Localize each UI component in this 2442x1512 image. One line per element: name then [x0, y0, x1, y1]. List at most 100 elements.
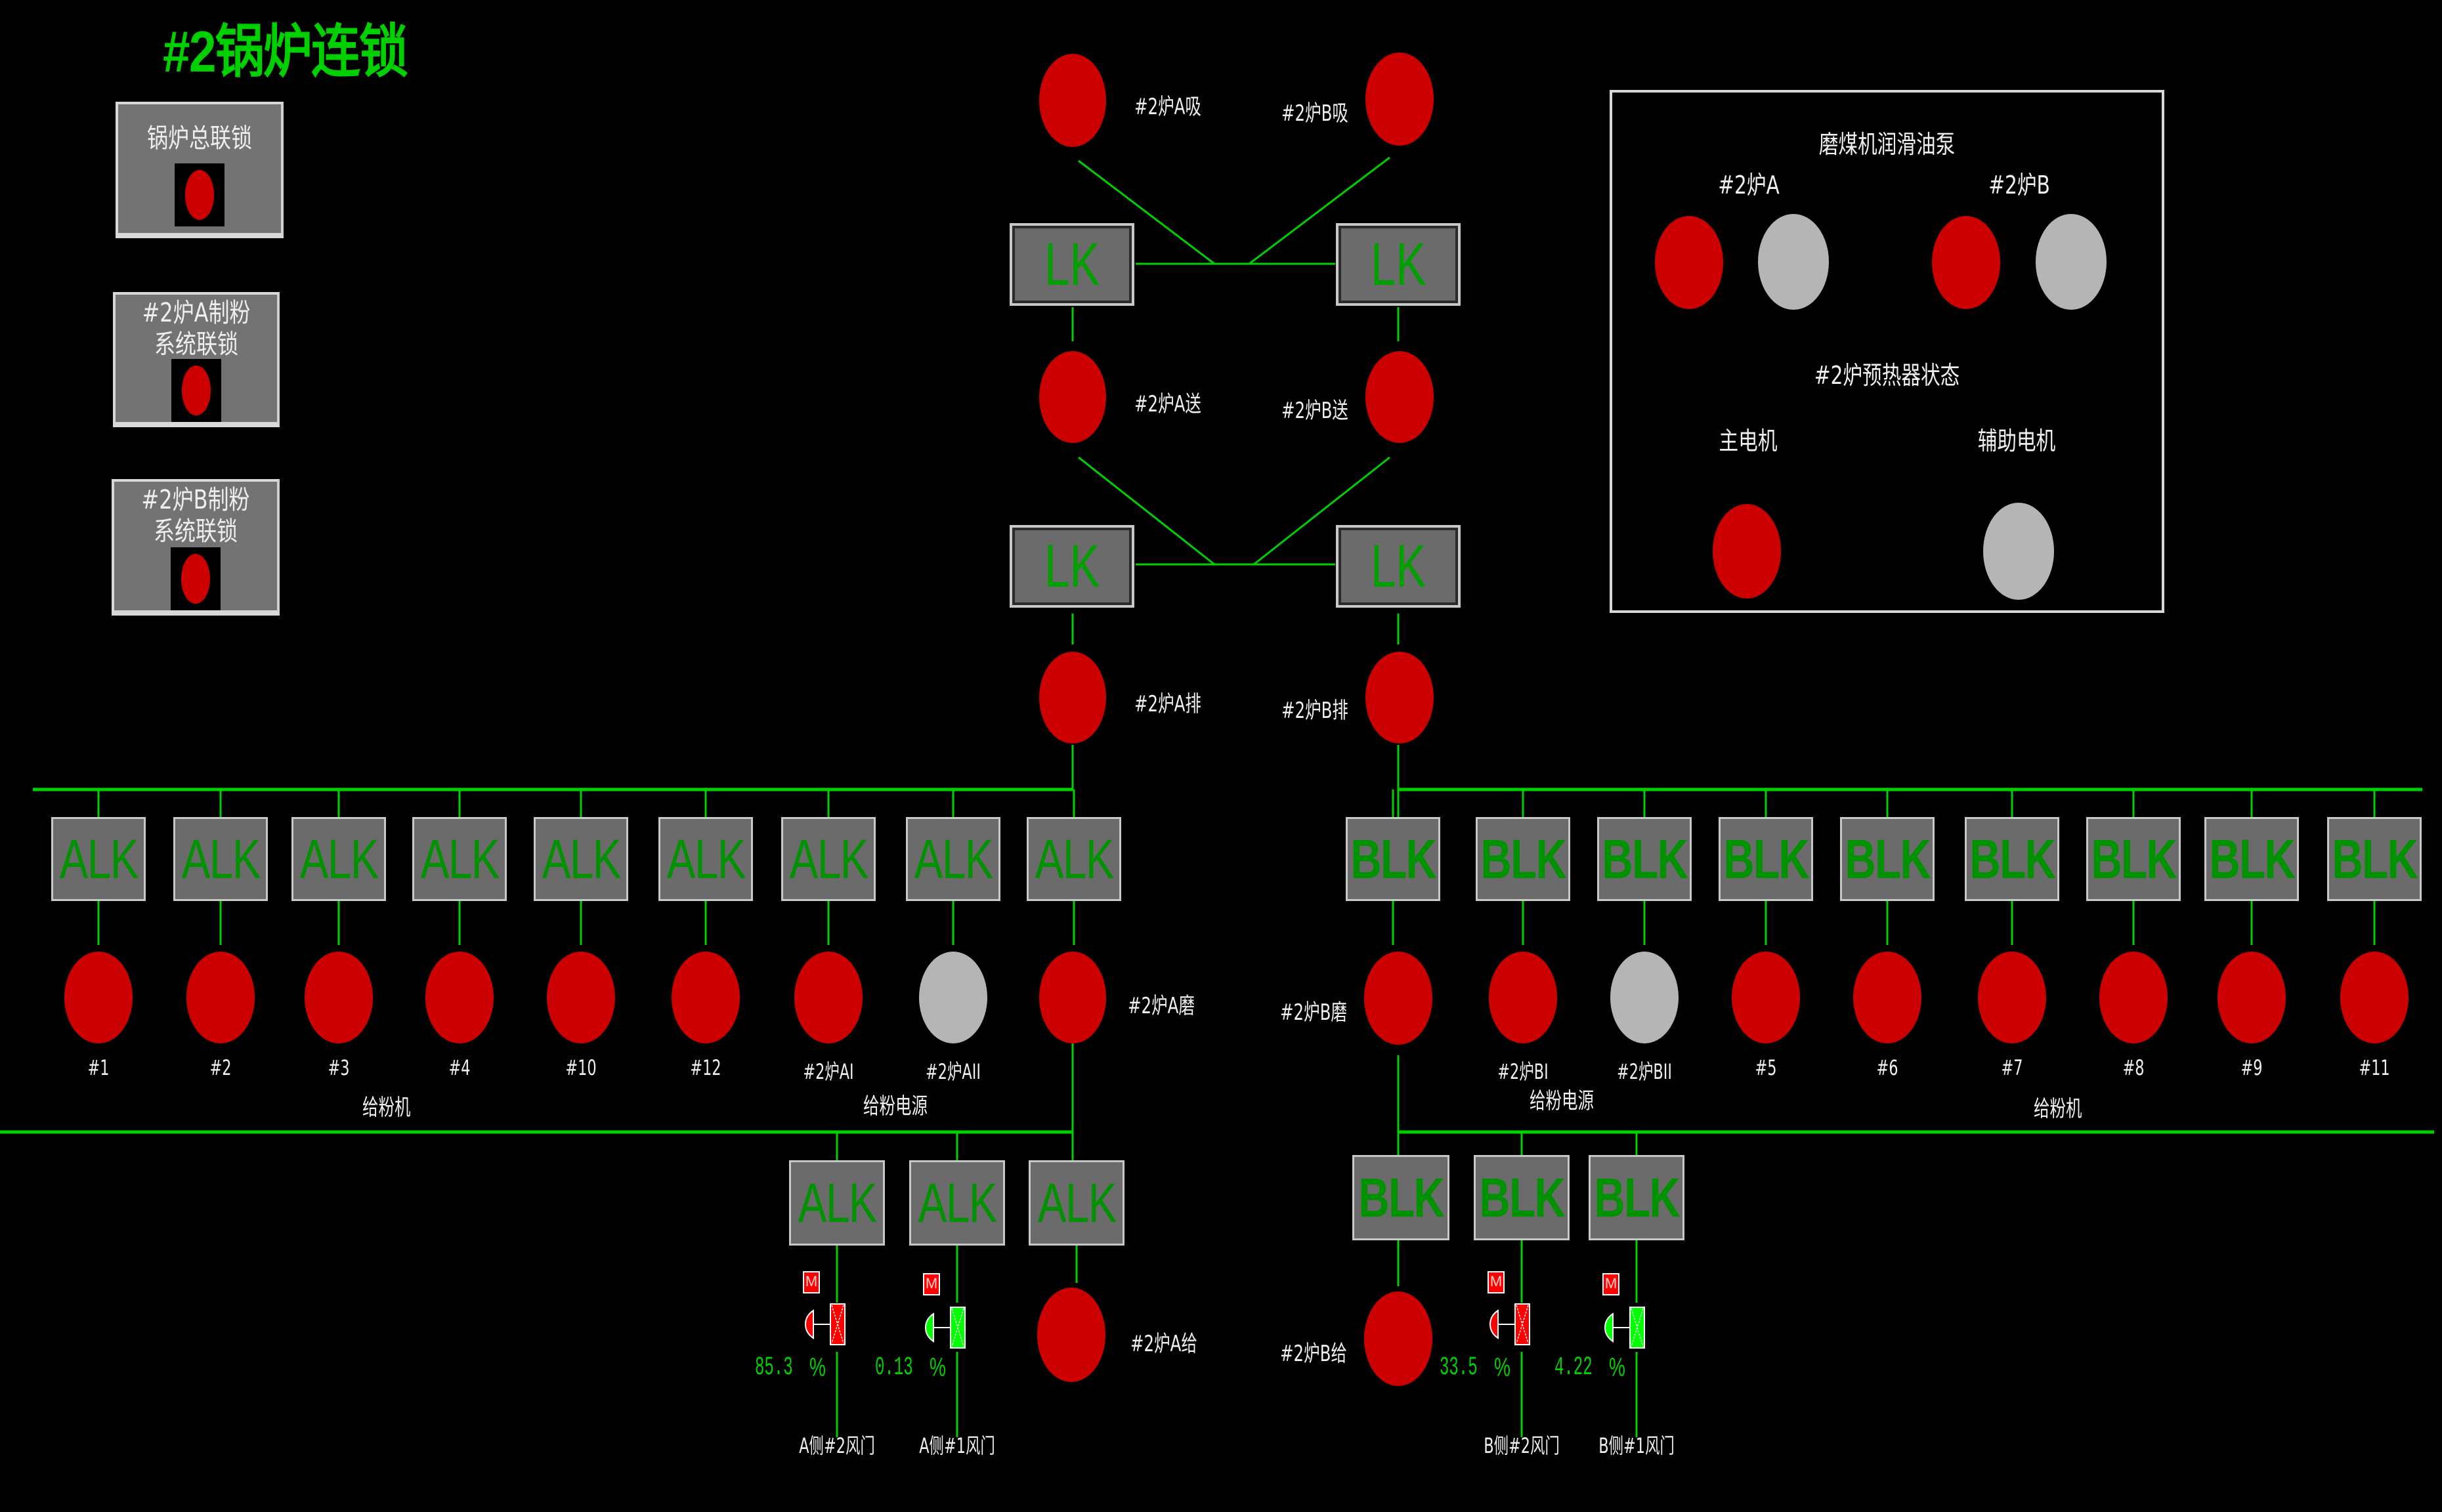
b-feeder-label: #7 [2001, 1055, 2023, 1080]
a-feeder-lamp[interactable] [64, 952, 133, 1043]
a-forced-fan-lamp[interactable] [1039, 351, 1106, 443]
a-feeder-label: #3 [328, 1055, 350, 1080]
a-oil-pump-2-lamp[interactable] [1758, 214, 1829, 310]
b-forced-fan-lamp[interactable] [1365, 351, 1434, 443]
b-feeder-lk-button[interactable]: BLK [1346, 817, 1440, 901]
b-feeder-lk-button[interactable]: BLK [1840, 817, 1935, 901]
status-panel: 磨煤机润滑油泵 #2炉A #2炉B #2炉预热器状态 主电机 辅助电机 [1610, 90, 2164, 613]
button-label: 锅炉总联锁 [147, 123, 252, 154]
a-mill-lamp[interactable] [1039, 952, 1106, 1043]
b-feeder-lamp[interactable] [1978, 952, 2046, 1043]
damper-label: A侧#2风门 [799, 1433, 875, 1458]
b-damper2-blk-button[interactable]: BLK [1474, 1155, 1570, 1240]
b-forced-lk-button[interactable]: LK [1336, 525, 1461, 608]
a-induced-fan-lamp[interactable] [1039, 54, 1106, 147]
a-primary-lamp[interactable] [1037, 1288, 1105, 1382]
main-motor-lamp[interactable] [1713, 504, 1781, 598]
b-feeder-lamp[interactable] [1489, 952, 1557, 1043]
a-power-group-label: 给粉电源 [863, 1093, 928, 1120]
b-feeder-lk-button[interactable]: BLK [1476, 817, 1570, 901]
a-exhaust-fan-lamp[interactable] [1039, 652, 1106, 744]
manual-mode-badge[interactable]: M [1488, 1271, 1505, 1293]
a-feeder-lk-button[interactable]: ALK [534, 817, 628, 901]
b-feeder-lamp[interactable] [1853, 952, 1921, 1043]
b-primary-blk-button[interactable]: BLK [1352, 1155, 1449, 1240]
a-feeder-lk-button[interactable]: ALK [658, 817, 753, 901]
a-primary-alk-button[interactable]: ALK [1029, 1160, 1125, 1246]
b-feeder-lamp[interactable] [1610, 952, 1679, 1043]
b-feeder-lamp[interactable] [1732, 952, 1800, 1043]
status-lamp [181, 554, 210, 604]
manual-mode-badge[interactable]: M [1602, 1273, 1619, 1295]
a-damper1-alk-button[interactable]: ALK [909, 1160, 1005, 1246]
a-primary-label: #2炉A给 [1130, 1331, 1197, 1357]
boiler-master-interlock-button[interactable]: 锅炉总联锁 [116, 102, 284, 238]
b-feeder-label: #8 [2122, 1055, 2145, 1080]
b-mill-lamp[interactable] [1364, 952, 1432, 1045]
damper-unit: % [809, 1353, 826, 1382]
blk-label: BLK [1602, 828, 1688, 890]
b-damper1-blk-button[interactable]: BLK [1589, 1155, 1684, 1240]
a-induced-lk-button[interactable]: LK [1010, 223, 1134, 306]
b-feeder-lk-button[interactable]: BLK [1965, 817, 2059, 901]
a-feeder-lk-button[interactable]: ALK [51, 817, 146, 901]
b-feeder-lk-button[interactable]: BLK [2086, 817, 2181, 901]
b-exhaust-fan-label: #2炉B排 [1281, 698, 1348, 724]
aux-motor-lamp[interactable] [1983, 503, 2054, 600]
b-primary-lamp[interactable] [1364, 1292, 1432, 1386]
damper-open-icon[interactable] [1604, 1305, 1646, 1351]
a-feeder-lamp[interactable] [919, 952, 987, 1043]
alk-label: ALK [1037, 1171, 1117, 1234]
a-feeder-lamp[interactable] [425, 952, 494, 1043]
b-feeder-lamp[interactable] [2099, 952, 2168, 1043]
damper-closed-icon[interactable] [1489, 1301, 1531, 1347]
b-induced-fan-lamp[interactable] [1365, 52, 1434, 146]
a-damper2-alk-button[interactable]: ALK [789, 1160, 885, 1246]
damper-closed-icon[interactable] [804, 1301, 846, 1347]
a-feeder-lk-button[interactable]: ALK [781, 817, 876, 901]
b-exhaust-fan-lamp[interactable] [1365, 652, 1434, 744]
manual-mode-badge[interactable]: M [923, 1273, 940, 1295]
alk-label: ALK [789, 828, 868, 890]
a-forced-lk-button[interactable]: LK [1010, 525, 1134, 608]
status-lamp-frame [175, 163, 225, 226]
b-feeder-lk-button[interactable]: BLK [1719, 817, 1813, 901]
blk-label: BLK [2332, 828, 2418, 890]
blk-label: BLK [1845, 828, 1931, 890]
a-feeder-lk-button[interactable]: ALK [1027, 817, 1121, 901]
damper-open-icon[interactable] [924, 1305, 966, 1351]
b-feeder-lk-button[interactable]: BLK [1597, 817, 1692, 901]
b-feeder-lamp[interactable] [2217, 952, 2286, 1043]
a-feeder-lk-button[interactable]: ALK [906, 817, 1000, 901]
button-label: #2炉A制粉 系统联锁 [142, 298, 251, 360]
a-feeder-lk-button[interactable]: ALK [412, 817, 507, 901]
b-induced-lk-button[interactable]: LK [1336, 223, 1461, 306]
manual-mode-badge[interactable]: M [803, 1271, 820, 1293]
b-pulverizing-interlock-button[interactable]: #2炉B制粉 系统联锁 [112, 479, 280, 616]
connector-line [1249, 156, 1390, 265]
a-feeder-lamp[interactable] [672, 952, 740, 1043]
b-oil-pump-2-lamp[interactable] [2036, 214, 2107, 310]
a-pulverizing-interlock-button[interactable]: #2炉A制粉 系统联锁 [113, 292, 280, 427]
a-feeder-lamp[interactable] [186, 952, 255, 1043]
blk-label: BLK [2091, 828, 2177, 890]
a-feeder-lk-button[interactable]: ALK [173, 817, 268, 901]
status-lamp-frame [171, 359, 221, 422]
b-oil-pump-1-lamp[interactable] [1932, 216, 2000, 309]
b-feeder-lk-button[interactable]: BLK [2327, 817, 2422, 901]
a-feeder-lamp[interactable] [547, 952, 615, 1043]
b-feeder-lk-button[interactable]: BLK [2204, 817, 2299, 901]
alk-label: ALK [918, 1171, 997, 1234]
a-oil-pump-1-lamp[interactable] [1655, 216, 1723, 309]
a-feeder-lk-button[interactable]: ALK [291, 817, 386, 901]
button-label: #2炉B制粉 系统联锁 [141, 485, 250, 547]
a-feeder-lamp[interactable] [794, 952, 863, 1043]
b-feeder-label: #2炉BII [1616, 1059, 1672, 1084]
damper-unit: % [1609, 1353, 1625, 1382]
preheater-title: #2炉预热器状态 [1814, 361, 1960, 390]
b-feeder-lamp[interactable] [2340, 952, 2409, 1043]
a-feeder-lamp[interactable] [305, 952, 373, 1043]
blk-label: BLK [1723, 828, 1810, 890]
connector-line [1078, 456, 1215, 566]
a-feeder-label: #10 [565, 1055, 597, 1080]
